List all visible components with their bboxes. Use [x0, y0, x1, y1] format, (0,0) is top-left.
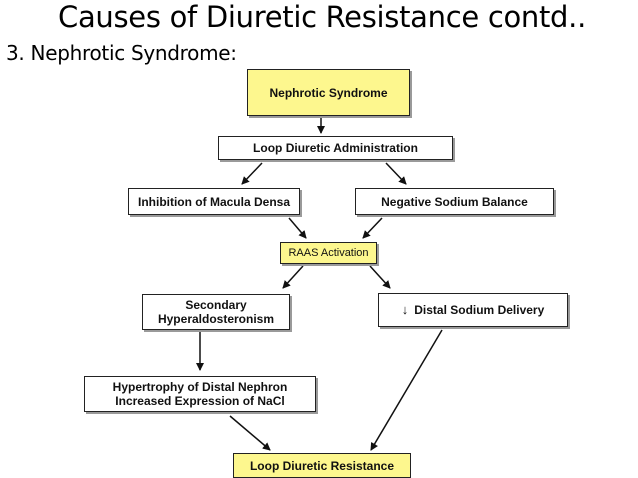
- node-hypertrophy-distal-nephron: Hypertrophy of Distal Nephron Increased …: [84, 376, 316, 412]
- arrow-hypertrophy-to-resistance: [229, 415, 271, 451]
- node-label: Inhibition of Macula Densa: [137, 194, 290, 209]
- node-raas-activation: RAAS Activation: [280, 242, 377, 264]
- node-label-line-2: Increased Expression of NaCl: [115, 394, 285, 408]
- arrow-raas-to-secondary: [282, 265, 304, 289]
- node-label-line-1: Hypertrophy of Distal Nephron: [112, 380, 288, 394]
- arrow-distal-to-resistance: [370, 329, 443, 451]
- node-label-line-2: Hyperaldosteronism: [157, 312, 275, 326]
- arrow-loop-to-negsodium: [385, 162, 407, 185]
- down-arrow-icon: ↓: [401, 302, 409, 317]
- node-secondary-hyperaldosteronism: Secondary Hyperaldosteronism: [142, 294, 290, 330]
- node-loop-diuretic-resistance: Loop Diuretic Resistance: [233, 453, 411, 478]
- node-inhibition-macula-densa: Inhibition of Macula Densa: [128, 188, 300, 215]
- node-label: Nephrotic Syndrome: [269, 85, 388, 100]
- arrow-loop-to-macula: [241, 162, 263, 185]
- node-loop-diuretic-administration: Loop Diuretic Administration: [218, 136, 453, 160]
- arrow-raas-to-distal: [369, 265, 391, 289]
- slide-subtitle: 3. Nephrotic Syndrome:: [6, 41, 237, 65]
- slide-title: Causes of Diuretic Resistance contd..: [58, 0, 587, 34]
- node-label: RAAS Activation: [288, 247, 369, 259]
- node-nephrotic-syndrome: Nephrotic Syndrome: [247, 69, 410, 116]
- node-label: Negative Sodium Balance: [381, 194, 528, 209]
- node-label: Distal Sodium Delivery: [414, 303, 545, 317]
- node-label-line-1: Secondary: [185, 298, 247, 312]
- arrow-negsodium-to-raas: [362, 217, 383, 239]
- node-negative-sodium-balance: Negative Sodium Balance: [355, 188, 554, 215]
- node-label: Loop Diuretic Resistance: [249, 458, 395, 473]
- node-distal-sodium-delivery: ↓ Distal Sodium Delivery: [378, 293, 568, 327]
- arrow-macula-to-raas: [288, 217, 307, 239]
- node-label: Loop Diuretic Administration: [253, 141, 418, 155]
